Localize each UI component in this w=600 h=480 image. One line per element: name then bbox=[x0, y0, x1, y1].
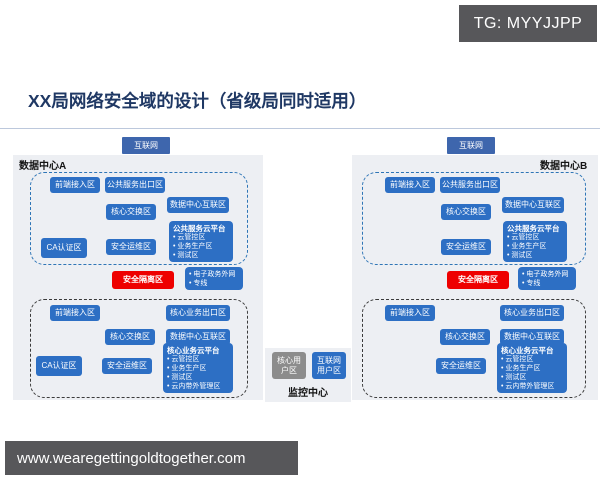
cloud-item: 云内带外管理区 bbox=[167, 382, 230, 391]
dc-a-core-cloud-platform: 核心业务云平台 云管控区 业务生产区 测试区 云内带外管理区 bbox=[163, 343, 233, 394]
cloud-item: 云管控区 bbox=[173, 233, 230, 242]
cloud-item: 测试区 bbox=[501, 373, 564, 382]
core-user-zone: 核心用户区 bbox=[272, 352, 306, 379]
dc-b-core-cloud-platform: 核心业务云平台 云管控区 业务生产区 测试区 云内带外管理区 bbox=[497, 343, 567, 394]
dc-b-sec-ops-zone: 安全运维区 bbox=[441, 239, 491, 255]
dc-b-public-cloud-platform: 公共服务云平台 云管控区 业务生产区 测试区 bbox=[503, 221, 567, 263]
dc-b-core-switch-zone-2: 核心交换区 bbox=[440, 329, 490, 345]
cloud-item: 业务生产区 bbox=[167, 364, 230, 373]
egov-item: 电子政务外网 bbox=[522, 270, 573, 279]
cloud-item: 云管控区 bbox=[501, 355, 564, 364]
cloud-title: 公共服务云平台 bbox=[173, 224, 226, 233]
dc-b-interconnect-zone: 数据中心互联区 bbox=[502, 197, 564, 213]
datacenter-b-label: 数据中心B bbox=[540, 161, 588, 172]
cloud-item: 云内带外管理区 bbox=[501, 382, 564, 391]
title-divider bbox=[0, 128, 600, 129]
egov-item: 专线 bbox=[522, 279, 573, 288]
dc-a-ca-auth-zone-2: CA认证区 bbox=[36, 356, 82, 376]
dc-a-public-cloud-platform: 公共服务云平台 云管控区 业务生产区 测试区 bbox=[169, 221, 233, 263]
dc-b-security-isolation-zone: 安全隔离区 bbox=[447, 271, 509, 289]
cloud-item: 测试区 bbox=[173, 251, 230, 260]
dc-a-core-switch-zone-2: 核心交换区 bbox=[105, 329, 155, 345]
cloud-item: 云管控区 bbox=[507, 233, 564, 242]
cloud-item: 云管控区 bbox=[167, 355, 230, 364]
dc-b-sec-ops-zone-2: 安全运维区 bbox=[436, 358, 486, 374]
dc-b-front-access-zone: 前端接入区 bbox=[385, 177, 435, 193]
cloud-item: 业务生产区 bbox=[507, 242, 564, 251]
internet-node-b: 互联网 bbox=[447, 137, 495, 154]
internet-user-zone: 互联网用户区 bbox=[312, 352, 346, 379]
dc-b-core-zone-border bbox=[362, 299, 586, 398]
dc-a-public-zone-border bbox=[30, 172, 248, 265]
dc-b-core-biz-exit-zone: 核心业务出口区 bbox=[500, 305, 564, 321]
dc-b-public-service-exit-zone: 公共服务出口区 bbox=[440, 177, 500, 193]
dc-b-core-switch-zone: 核心交换区 bbox=[441, 204, 491, 220]
dc-a-front-access-zone: 前端接入区 bbox=[50, 177, 100, 193]
dc-a-sec-ops-zone: 安全运维区 bbox=[106, 239, 156, 255]
internet-node-a: 互联网 bbox=[122, 137, 170, 154]
egov-item: 专线 bbox=[189, 279, 240, 288]
cloud-item: 业务生产区 bbox=[173, 242, 230, 251]
cloud-title: 核心业务云平台 bbox=[167, 346, 220, 355]
dc-b-egov-extranet: 电子政务外网 专线 bbox=[518, 267, 576, 291]
cloud-title: 公共服务云平台 bbox=[507, 224, 560, 233]
dc-a-sec-ops-zone-2: 安全运维区 bbox=[102, 358, 152, 374]
dc-a-core-switch-zone: 核心交换区 bbox=[106, 204, 156, 220]
dc-a-interconnect-zone: 数据中心互联区 bbox=[167, 197, 229, 213]
cloud-item: 测试区 bbox=[507, 251, 564, 260]
dc-b-core-front-access-zone: 前端接入区 bbox=[385, 305, 435, 321]
dc-a-security-isolation-zone: 安全隔离区 bbox=[112, 271, 174, 289]
watermark-badge: TG: MYYJJPP bbox=[459, 5, 597, 42]
footer-url: www.wearegettingoldtogether.com bbox=[5, 441, 298, 475]
dc-a-public-service-exit-zone: 公共服务出口区 bbox=[105, 177, 165, 193]
dc-b-public-zone-border bbox=[362, 172, 586, 265]
cloud-item: 业务生产区 bbox=[501, 364, 564, 373]
datacenter-a-label: 数据中心A bbox=[19, 161, 67, 172]
dc-a-core-biz-exit-zone: 核心业务出口区 bbox=[166, 305, 230, 321]
cloud-item: 测试区 bbox=[167, 373, 230, 382]
monitor-center-label: 监控中心 bbox=[288, 388, 328, 399]
dc-a-interconnect-zone-2: 数据中心互联区 bbox=[166, 329, 230, 345]
cloud-title: 核心业务云平台 bbox=[501, 346, 554, 355]
egov-item: 电子政务外网 bbox=[189, 270, 240, 279]
dc-a-core-zone-border bbox=[30, 299, 248, 398]
dc-a-egov-extranet: 电子政务外网 专线 bbox=[185, 267, 243, 291]
dc-a-ca-auth-zone: CA认证区 bbox=[41, 238, 87, 258]
page-title: XX局网络安全域的设计（省级局同时适用） bbox=[28, 91, 367, 111]
dc-a-core-front-access-zone: 前端接入区 bbox=[50, 305, 100, 321]
dc-b-interconnect-zone-2: 数据中心互联区 bbox=[500, 329, 564, 345]
